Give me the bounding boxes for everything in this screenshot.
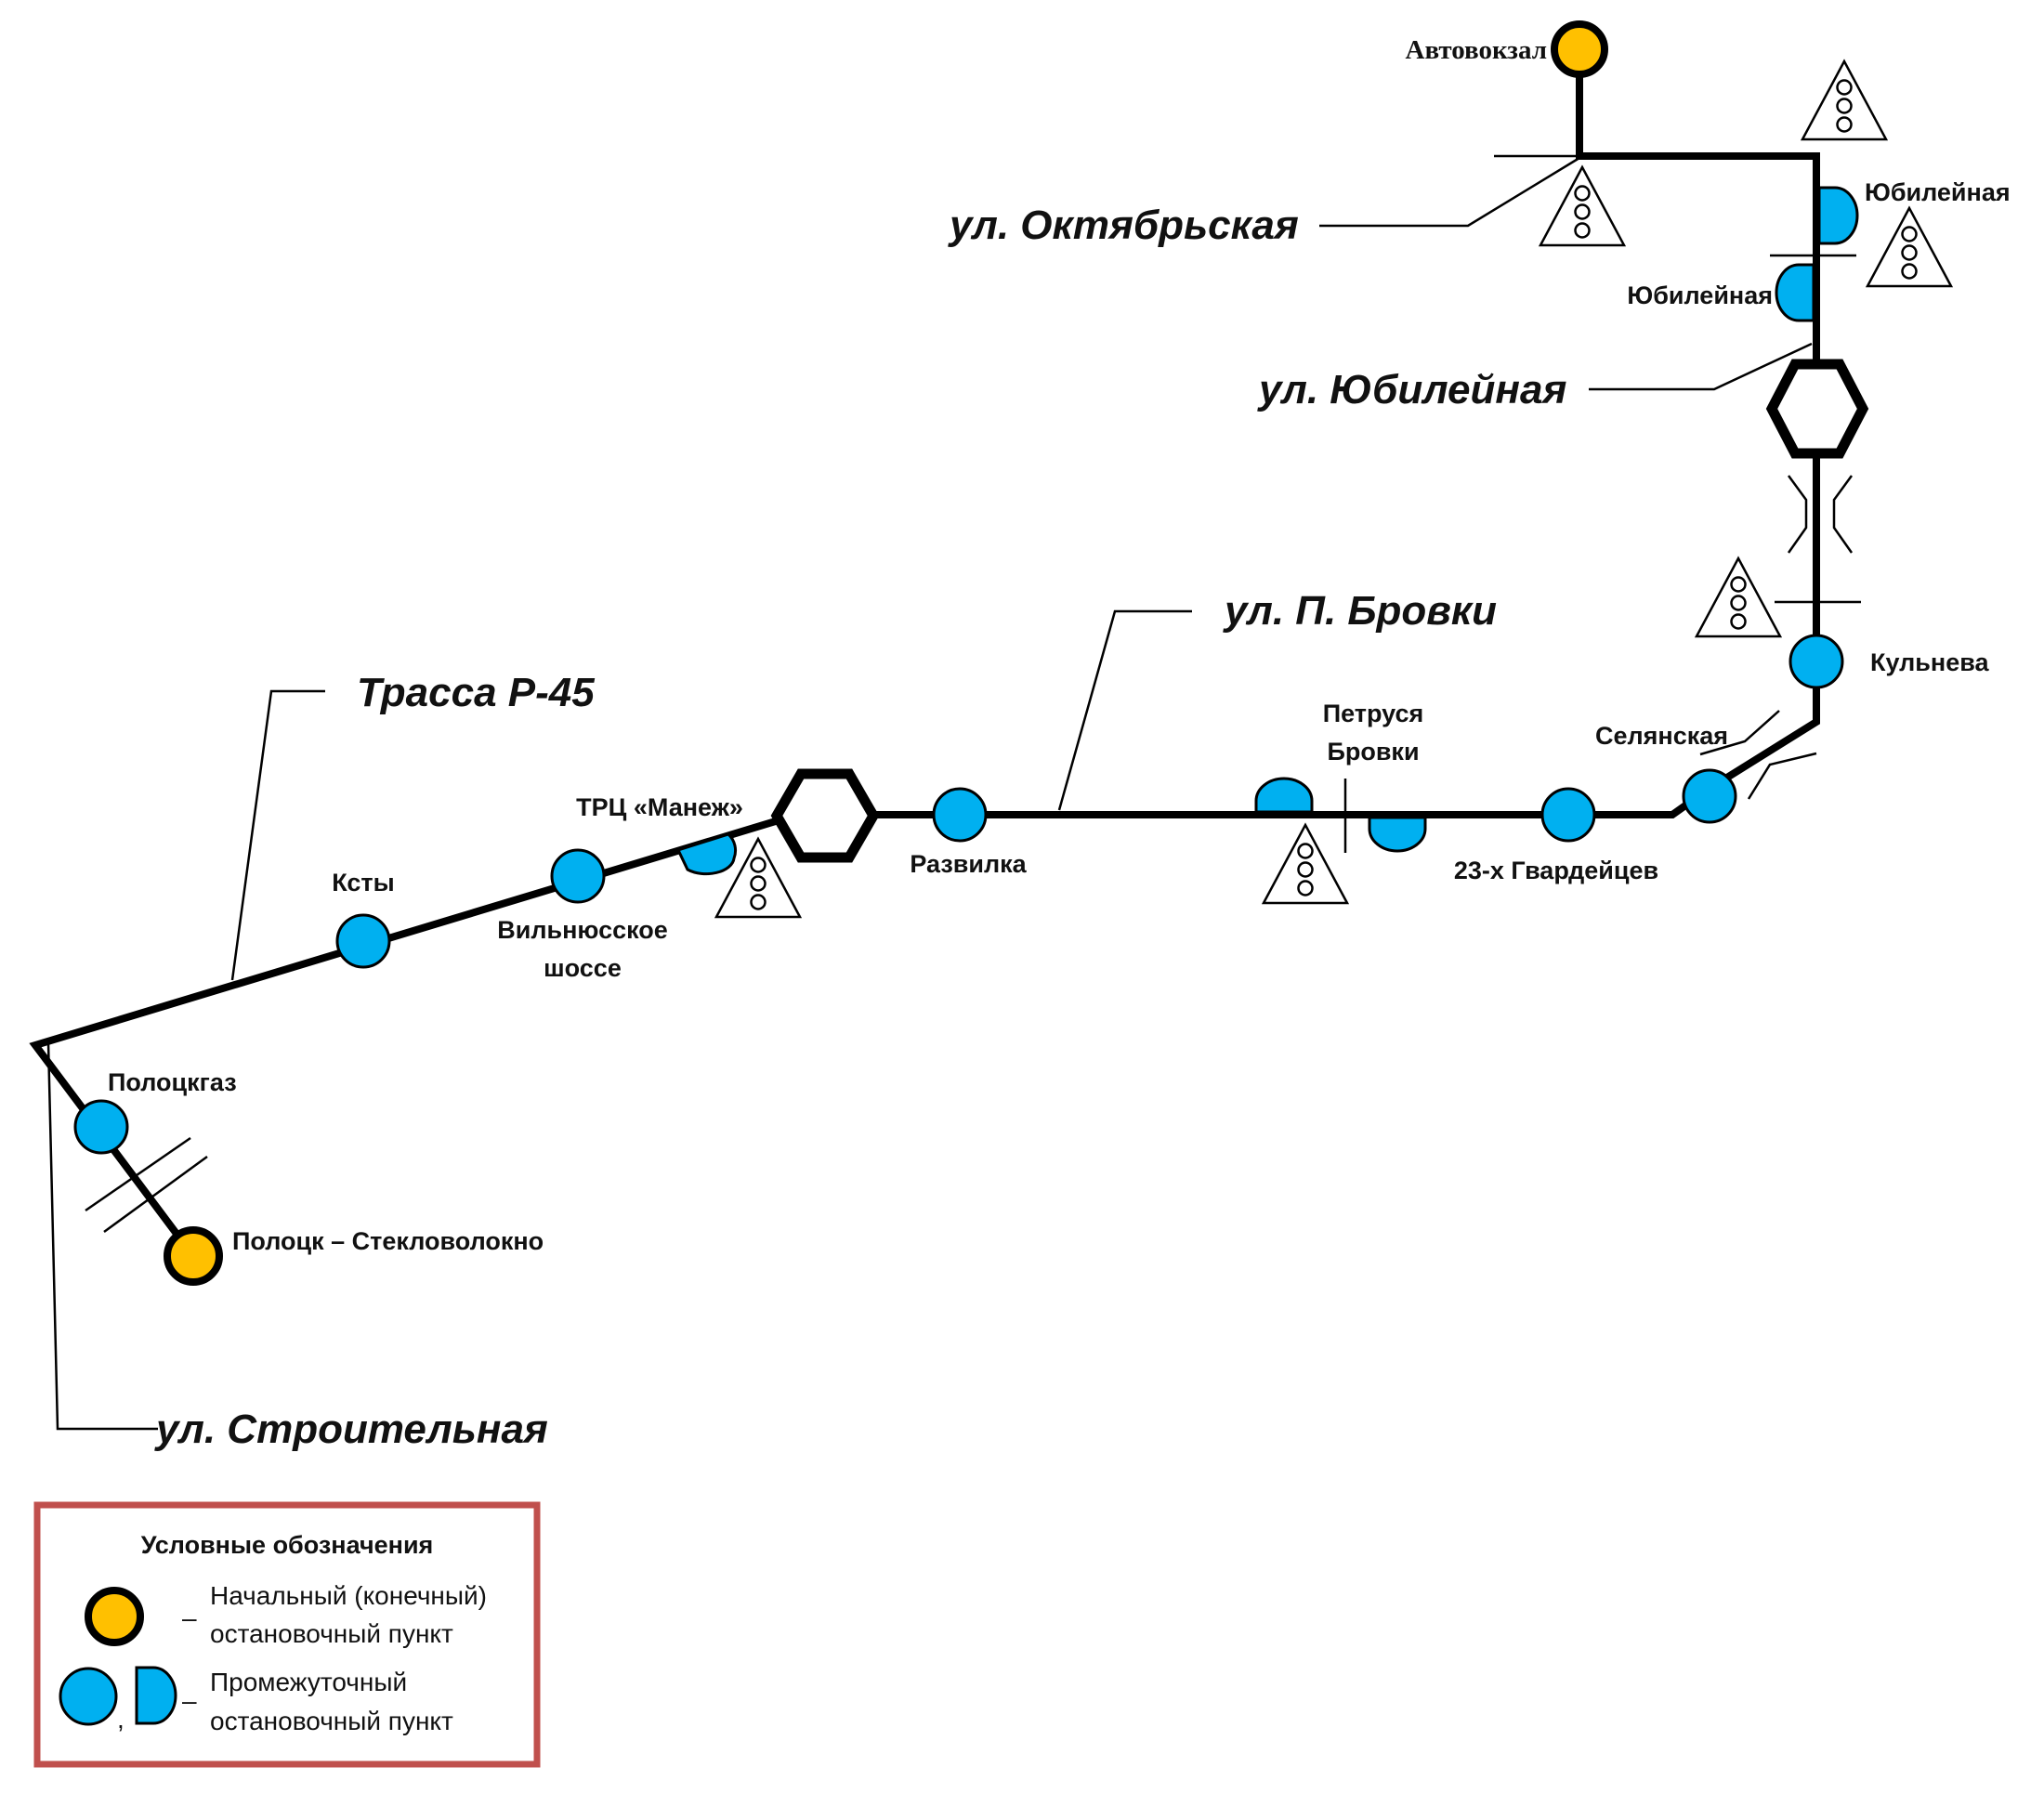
- street-label-brovki: ул. П. Бровки: [1223, 588, 1497, 634]
- route-line: [29, 49, 1820, 1259]
- terminal-stop-steklovolokno: [164, 1226, 223, 1286]
- street-label-yubileynaya: ул. Юбилейная: [1257, 367, 1566, 412]
- legend-dash-2: –: [182, 1686, 197, 1715]
- legend-terminal-symbol: [85, 1587, 144, 1646]
- legend-terminal-text-2: остановочный пункт: [210, 1619, 453, 1648]
- terminal-stop-avtovokzal: [1551, 20, 1608, 78]
- stop-label-polotskgaz: Полоцкгаз: [108, 1068, 237, 1096]
- stop-razvilka: [932, 787, 988, 843]
- legend: Условные обозначения – Начальный (конечн…: [33, 1501, 541, 1768]
- stop-petrusya-2: [1368, 816, 1427, 853]
- stop-polotskgaz: [73, 1099, 129, 1155]
- stop-gvardeytsev: [1540, 787, 1596, 843]
- street-label-stroitelnaya: ул. Строительная: [154, 1407, 548, 1452]
- street-label-oktyabrskaya: ул. Октябрьская: [948, 203, 1299, 248]
- stop-label-vilnyus-2: шоссе: [544, 954, 622, 982]
- stop-label-manezh: ТРЦ «Манеж»: [576, 793, 743, 821]
- stop-label-ksty: Ксты: [332, 869, 394, 896]
- stop-label-razvilka: Развилка: [910, 850, 1027, 878]
- stop-selyanskaya: [1682, 768, 1737, 824]
- legend-title: Условные обозначения: [141, 1531, 434, 1559]
- street-leader-lines: [46, 156, 1813, 1431]
- roundabout-icon: [770, 768, 880, 863]
- stop-label-avtovokzal: Автовокзал: [1406, 35, 1548, 65]
- stop-label-petrusya-2: Бровки: [1327, 738, 1419, 766]
- stop-ksty: [335, 913, 391, 969]
- street-label-trassa: Трасса Р-45: [357, 670, 595, 715]
- stop-label-vilnyus-1: Вильнюсское: [497, 916, 668, 944]
- legend-intermediate-symbol: [59, 1667, 118, 1726]
- traffic-light-icon: [1695, 556, 1782, 638]
- traffic-light-icon: [1866, 206, 1953, 288]
- stop-yubileynaya-2: [1775, 263, 1815, 322]
- legend-comma: ,: [117, 1705, 124, 1734]
- legend-intermediate-text-2: остановочный пункт: [210, 1707, 453, 1735]
- stop-label-steklovolokno: Полоцк – Стекловолокно: [232, 1227, 544, 1255]
- stop-label-kulneva: Кульнева: [1870, 648, 1989, 676]
- stop-label-yubileynaya-2: Юбилейная: [1627, 281, 1773, 309]
- roundabout-icon: [1765, 359, 1869, 459]
- traffic-light-icon: [1262, 823, 1349, 905]
- stop-yubileynaya-1: [1817, 186, 1859, 245]
- stop-manezh: [675, 832, 738, 876]
- stop-label-gvardeytsev: 23-х Гвардейцев: [1454, 857, 1658, 884]
- stop-label-petrusya-1: Петруся: [1323, 700, 1424, 727]
- stop-label-selyanskaya: Селянская: [1595, 722, 1728, 750]
- legend-intermediate-text-1: Промежуточный: [210, 1668, 407, 1696]
- stop-petrusya: [1254, 777, 1314, 814]
- pocket-stops: [675, 186, 1859, 876]
- stop-label-yubileynaya-1: Юбилейная: [1865, 178, 2011, 206]
- legend-terminal-text-1: Начальный (конечный): [210, 1581, 487, 1610]
- stop-vilnyus: [550, 848, 606, 904]
- intermediate-stops: [73, 634, 1844, 1155]
- traffic-light-icon: [1801, 59, 1888, 141]
- railway-crossing-icon: [85, 710, 1817, 1234]
- traffic-light-icon: [1539, 165, 1626, 247]
- bridge-icon: [1787, 475, 1854, 554]
- legend-pocket-symbol: [135, 1666, 177, 1725]
- legend-dash: –: [182, 1603, 197, 1632]
- stop-kulneva: [1788, 634, 1844, 689]
